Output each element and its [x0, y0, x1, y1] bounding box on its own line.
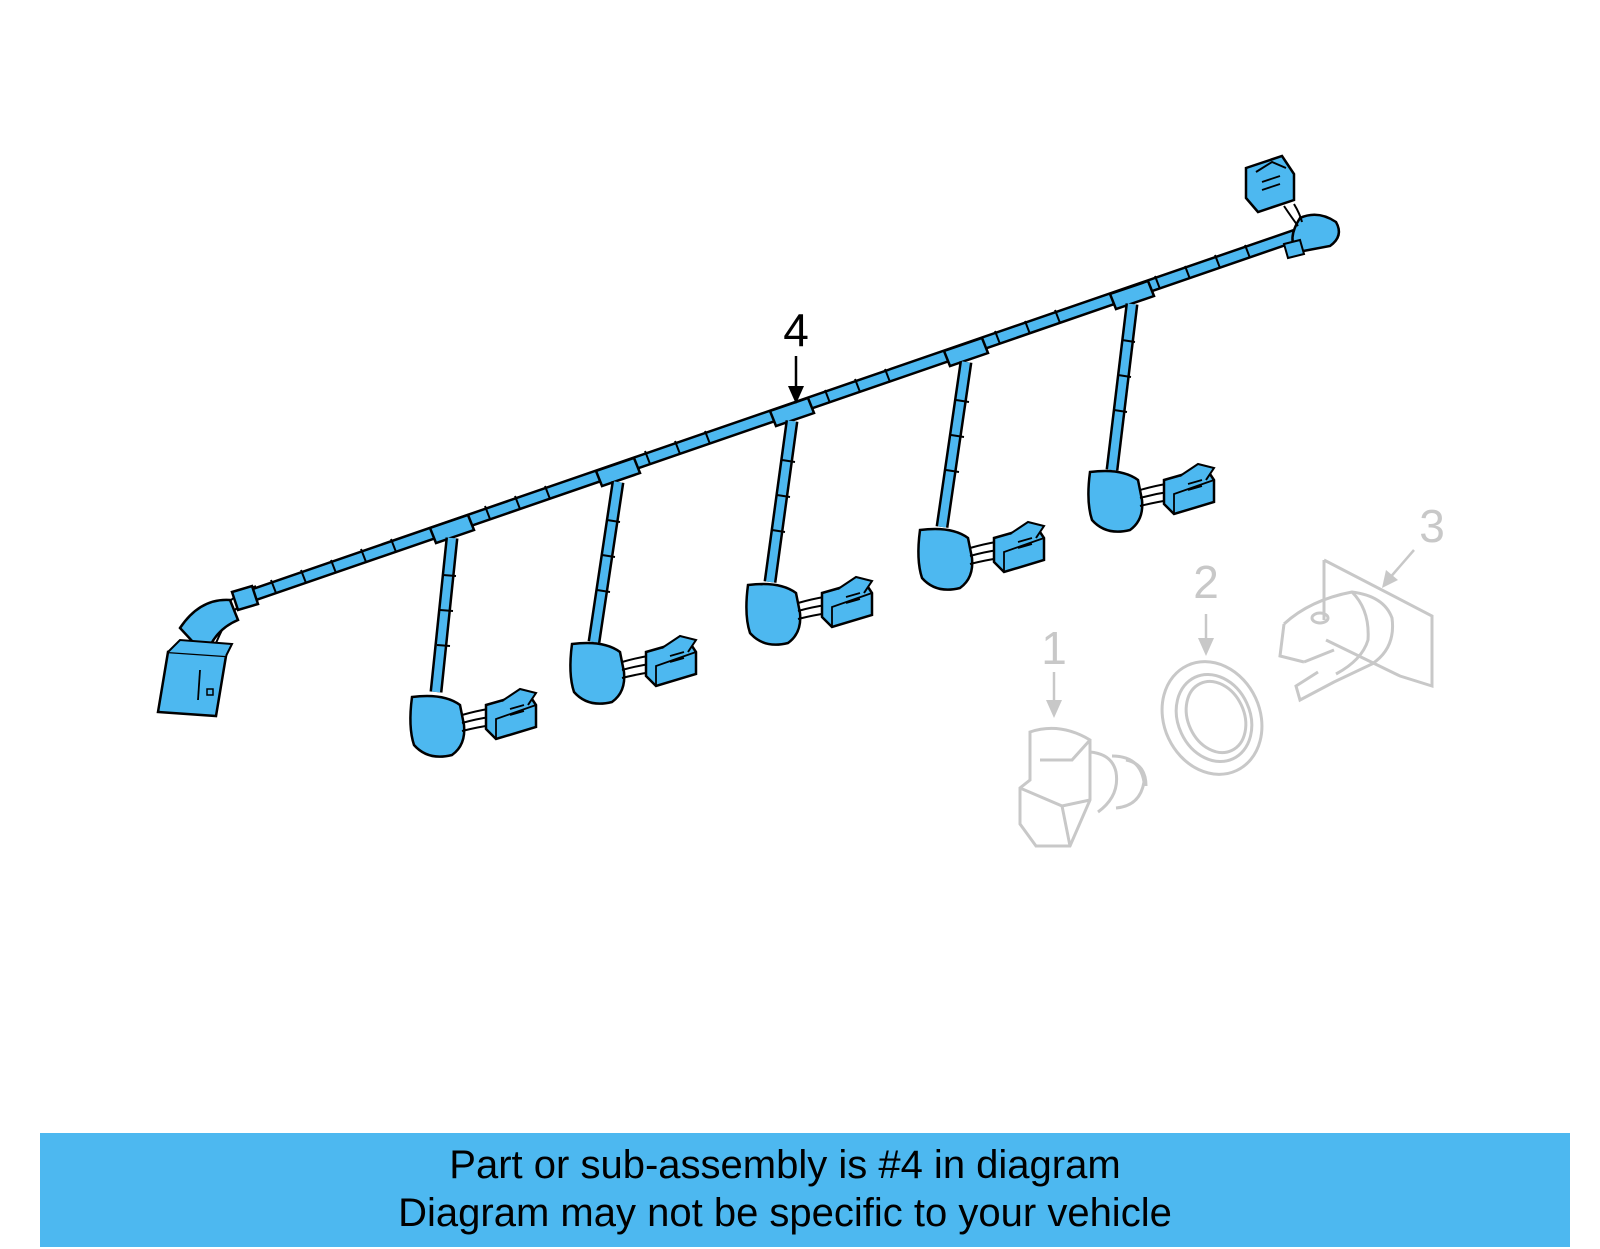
info-banner: Part or sub-assembly is #4 in diagram Di… — [40, 1133, 1570, 1247]
callout-3: 3 — [1382, 500, 1445, 588]
part-1-sensor — [1018, 726, 1148, 848]
banner-line-disclaimer: Diagram may not be specific to your vehi… — [398, 1191, 1172, 1235]
callout-3-label: 3 — [1419, 500, 1445, 552]
callout-1: 1 — [1041, 622, 1067, 718]
part-3-bracket — [1278, 558, 1434, 703]
callout-1-label: 1 — [1041, 622, 1067, 674]
callout-2-label: 2 — [1193, 556, 1219, 608]
wiring-harness — [156, 154, 1341, 758]
banner-line-part-number: Part or sub-assembly is #4 in diagram — [449, 1143, 1121, 1187]
part-2-ring — [1160, 660, 1264, 776]
callout-4: 4 — [783, 304, 809, 404]
callout-4-label: 4 — [783, 304, 809, 356]
callout-2: 2 — [1193, 556, 1219, 656]
